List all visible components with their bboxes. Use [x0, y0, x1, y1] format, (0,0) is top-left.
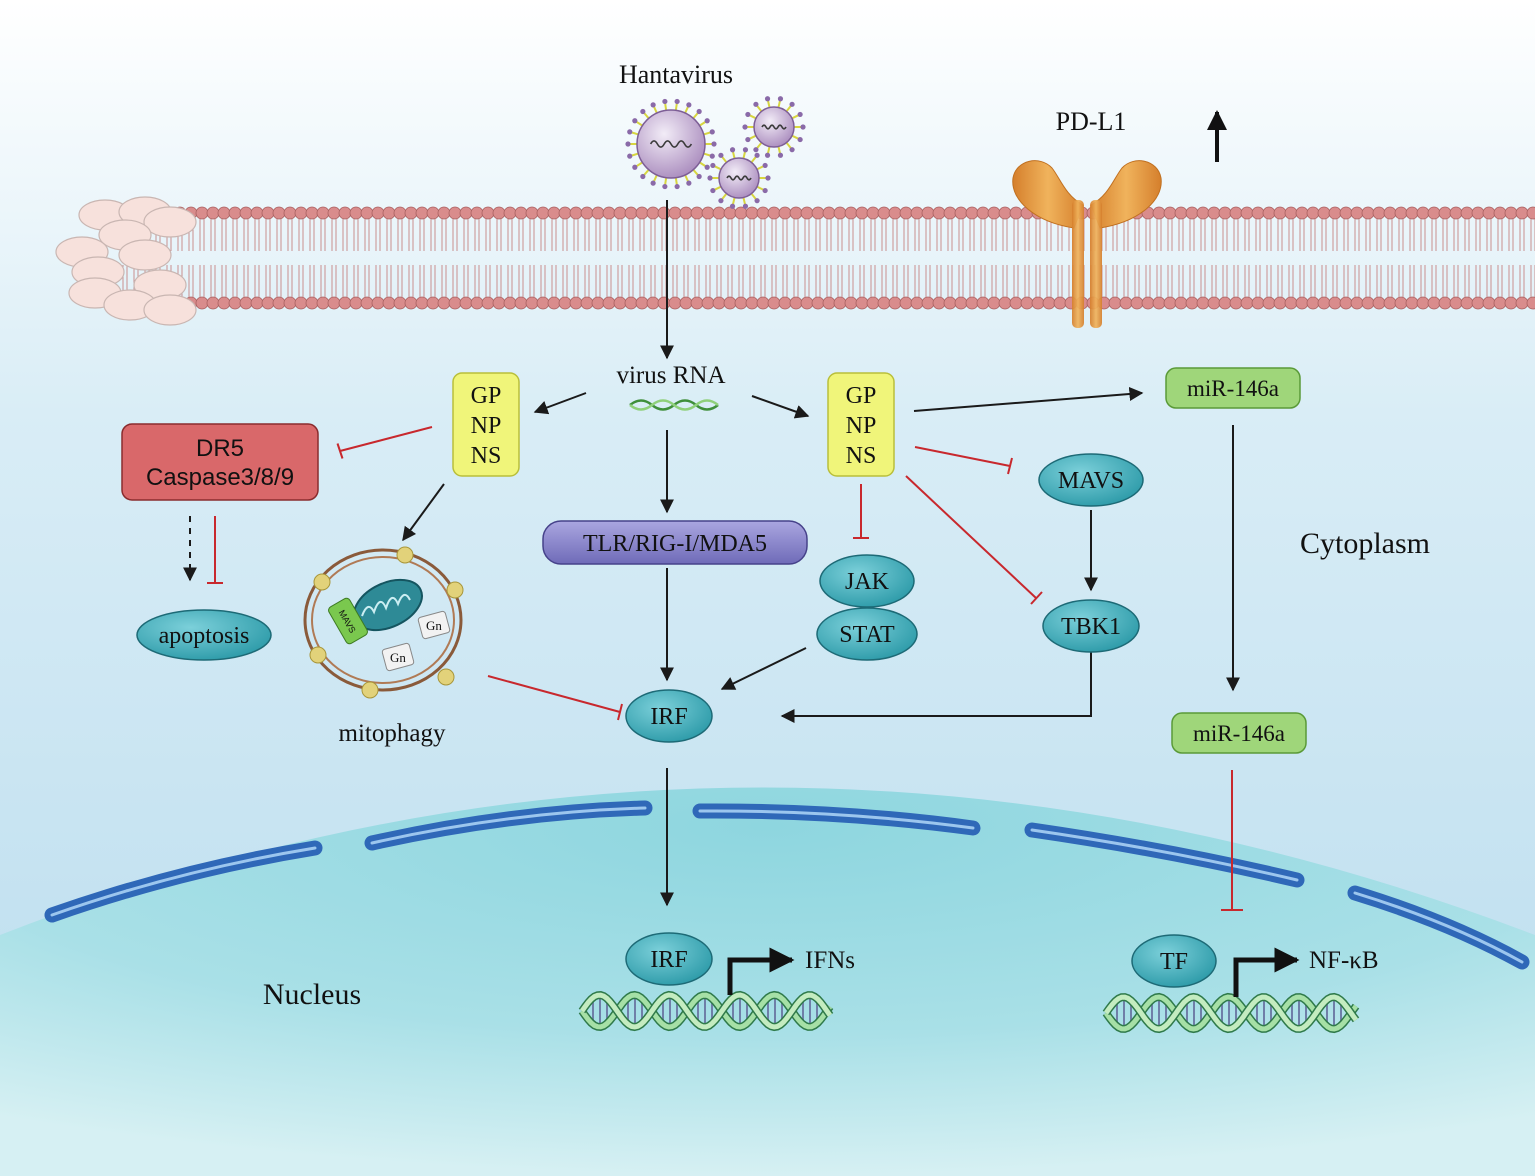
- activation-arrows: [183, 200, 1240, 907]
- tf-node: TF: [1131, 934, 1217, 988]
- pdl1-receptor-icon: [1012, 160, 1162, 328]
- nfkb-transcription-arrow: [1233, 947, 1300, 997]
- ifns-transcription-arrow: [727, 947, 795, 995]
- tf-label: TF: [1160, 949, 1188, 975]
- mitophagy-label: mitophagy: [339, 720, 446, 747]
- np-right: NP: [846, 413, 877, 439]
- mir146a-bottom-label: miR-146a: [1193, 721, 1285, 746]
- nucleus-region: [0, 787, 1535, 1176]
- cytoplasm-label: Cytoplasm: [1300, 527, 1430, 560]
- inhibition-arrows: [207, 426, 1243, 911]
- tbk1-node: TBK1: [1042, 599, 1140, 653]
- tlr-rig-mda5-node: TLR/RIG-I/MDA5: [542, 520, 808, 565]
- nfkb-label: NF-κB: [1309, 947, 1379, 974]
- mir146a-bottom-node: miR-146a: [1171, 712, 1307, 754]
- pdl1-label: PD-L1: [1056, 107, 1127, 136]
- gn-label-1: Gn: [426, 618, 442, 633]
- mir146a-top-node: miR-146a: [1165, 367, 1301, 409]
- dr5-label: DR5: [196, 435, 244, 462]
- mir146a-top-label: miR-146a: [1187, 376, 1279, 401]
- hantavirus-label: Hantavirus: [619, 60, 733, 89]
- tlr-label: TLR/RIG-I/MDA5: [583, 531, 767, 557]
- dna-helix-icon: [1102, 992, 1360, 1034]
- dr5-caspase-box: DR5 Caspase3/8/9: [121, 423, 319, 501]
- np-left: NP: [471, 413, 502, 439]
- dna-helix-icon: [578, 990, 834, 1032]
- apoptosis-label: apoptosis: [159, 623, 250, 649]
- mitochondrion-icon: [353, 578, 423, 632]
- mavs-label: MAVS: [1058, 468, 1124, 494]
- nucleus-label: Nucleus: [263, 978, 361, 1011]
- apoptosis-node: apoptosis: [136, 609, 272, 661]
- irf-cytoplasm-node: IRF: [625, 689, 713, 743]
- irf-nucleus-label: IRF: [650, 947, 687, 973]
- jak-label: JAK: [845, 569, 890, 595]
- nuclear-envelope: [44, 800, 1530, 970]
- rna-strand-icon: [629, 399, 719, 411]
- jak-stat-node: JAK STAT: [816, 554, 918, 661]
- virus-rna-label: virus RNA: [616, 362, 725, 389]
- membrane-glycocalyx: [55, 196, 197, 326]
- hantavirus-particle-icon: [625, 96, 806, 209]
- stat-label: STAT: [839, 622, 895, 648]
- caspase-label: Caspase3/8/9: [146, 464, 294, 491]
- mitophagy-node: MAVS Gn Gn: [303, 546, 464, 699]
- irf-nucleus-node: IRF: [625, 932, 713, 986]
- viral-proteins-right: GP NP NS: [827, 372, 895, 477]
- gp-right: GP: [846, 383, 877, 409]
- tbk1-label: TBK1: [1061, 614, 1121, 640]
- mavs-node: MAVS: [1038, 453, 1144, 507]
- gn-label-2: Gn: [390, 650, 406, 665]
- ifns-label: IFNs: [805, 947, 855, 974]
- gp-left: GP: [471, 383, 502, 409]
- irf-cytoplasm-label: IRF: [650, 704, 687, 730]
- ns-left: NS: [471, 443, 502, 469]
- ns-right: NS: [846, 443, 877, 469]
- viral-proteins-left: GP NP NS: [452, 372, 520, 477]
